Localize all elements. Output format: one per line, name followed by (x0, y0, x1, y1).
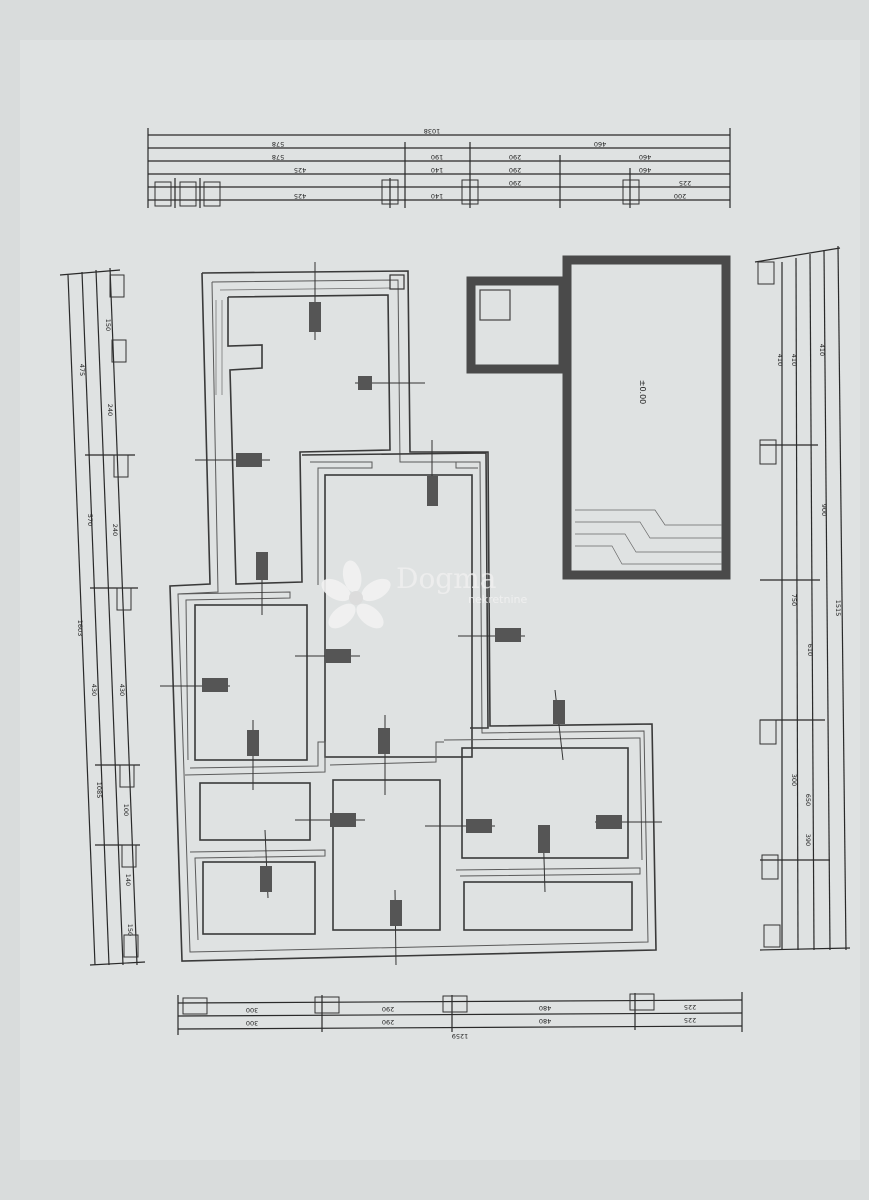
dim-bottom-r3-d: 225 (684, 1016, 696, 1024)
dim-top-r3-d: 460 (639, 153, 651, 161)
room-left-small-lower (189, 849, 326, 941)
watermark-brand: Dogma (396, 562, 496, 595)
dim-top-r5-c: 290 (509, 179, 521, 187)
dim-top-r5-e: 200 (674, 192, 686, 200)
dim-right-r3-a: 410 (776, 354, 784, 366)
dim-right-r3-f: 650 (804, 794, 812, 806)
dim-left-r3-b: 240 (106, 404, 114, 416)
room-bottom-center (329, 741, 444, 931)
dim-top-r3-b: 190 (431, 153, 443, 161)
dim-left-r3-d: 430 (118, 684, 126, 696)
dim-left-r3-g: 150 (126, 924, 134, 936)
dim-top-total: 1038 (424, 127, 441, 135)
dim-right-r3-e: 300 (790, 774, 798, 786)
room-center (301, 452, 489, 758)
dim-right-r3-d: 390 (804, 834, 812, 846)
room-left-small-upper (184, 741, 326, 841)
dim-bottom-r3-b: 290 (382, 1018, 394, 1026)
dim-left-r2-a: 475 (78, 364, 86, 376)
dim-top-r3-c: 290 (509, 153, 521, 161)
dim-bottom-r2-a: 300 (246, 1006, 258, 1014)
bottom-dimension-chain: 1259 300 290 480 225 300 290 480 225 (177, 992, 743, 1040)
dim-left-r2-d: 1085 (95, 782, 103, 799)
room-bottom-right-lower (455, 867, 641, 931)
dim-right-r2-b: 610 (806, 644, 814, 656)
dim-top-r4-b: 140 (431, 166, 443, 174)
dim-right-r2-a: 410 (818, 344, 826, 356)
pool-level-label: ±0.00 (638, 380, 647, 405)
room-top-left (215, 274, 405, 585)
dim-left-total: 1603 (76, 620, 84, 637)
dim-right-total: 1515 (834, 600, 842, 617)
dim-top-r4-d: 460 (639, 166, 651, 174)
dim-bottom-r2-c: 480 (539, 1004, 551, 1012)
dim-bottom-total: 1259 (452, 1032, 469, 1040)
dim-left-r2-b: 570 (86, 514, 94, 526)
dim-top-r4-a: 425 (294, 166, 306, 174)
dim-left-r3-a: 150 (104, 319, 112, 331)
dim-right-r3-b: 410 (790, 354, 798, 366)
dim-right-r3-c: 750 (790, 594, 798, 606)
dim-top-r5-b: 140 (431, 192, 443, 200)
watermark-logo: Dogma nekretnine (321, 560, 527, 629)
dim-left-r2-c: 430 (90, 684, 98, 696)
dim-top-r2-b: 460 (594, 140, 606, 148)
dim-bottom-r2-b: 290 (382, 1005, 394, 1013)
watermark-subtitle: nekretnine (468, 593, 527, 606)
flower-icon (321, 560, 391, 629)
top-dimension-chain: 1038 578 460 578 190 290 460 425 140 290… (147, 127, 731, 208)
dim-top-r4-c: 290 (509, 166, 521, 174)
pool-structure: ±0.00 (466, 255, 731, 580)
dim-right-r2-c: 900 (820, 504, 828, 516)
dim-bottom-r3-a: 300 (246, 1019, 258, 1027)
left-dimension-chain: 1603 475 570 430 1085 150 240 240 430 10… (59, 267, 146, 966)
dim-left-r3-c: 240 (111, 524, 119, 536)
section-markers (160, 262, 662, 966)
room-left-middle (177, 591, 308, 761)
dim-top-r5-a: 425 (294, 192, 306, 200)
dim-bottom-r2-d: 225 (684, 1003, 696, 1011)
dim-top-r5-d: 225 (679, 179, 691, 187)
dim-top-r3-a: 578 (272, 153, 284, 161)
dim-top-r2-a: 578 (272, 140, 284, 148)
right-dimension-chain: 1515 410 610 900 410 410 750 390 300 650 (754, 245, 851, 951)
dim-left-r3-f: 140 (124, 874, 132, 886)
dim-left-r3-e: 100 (122, 804, 130, 816)
room-bottom-right-upper (443, 737, 643, 861)
dim-bottom-r3-c: 480 (539, 1017, 551, 1025)
